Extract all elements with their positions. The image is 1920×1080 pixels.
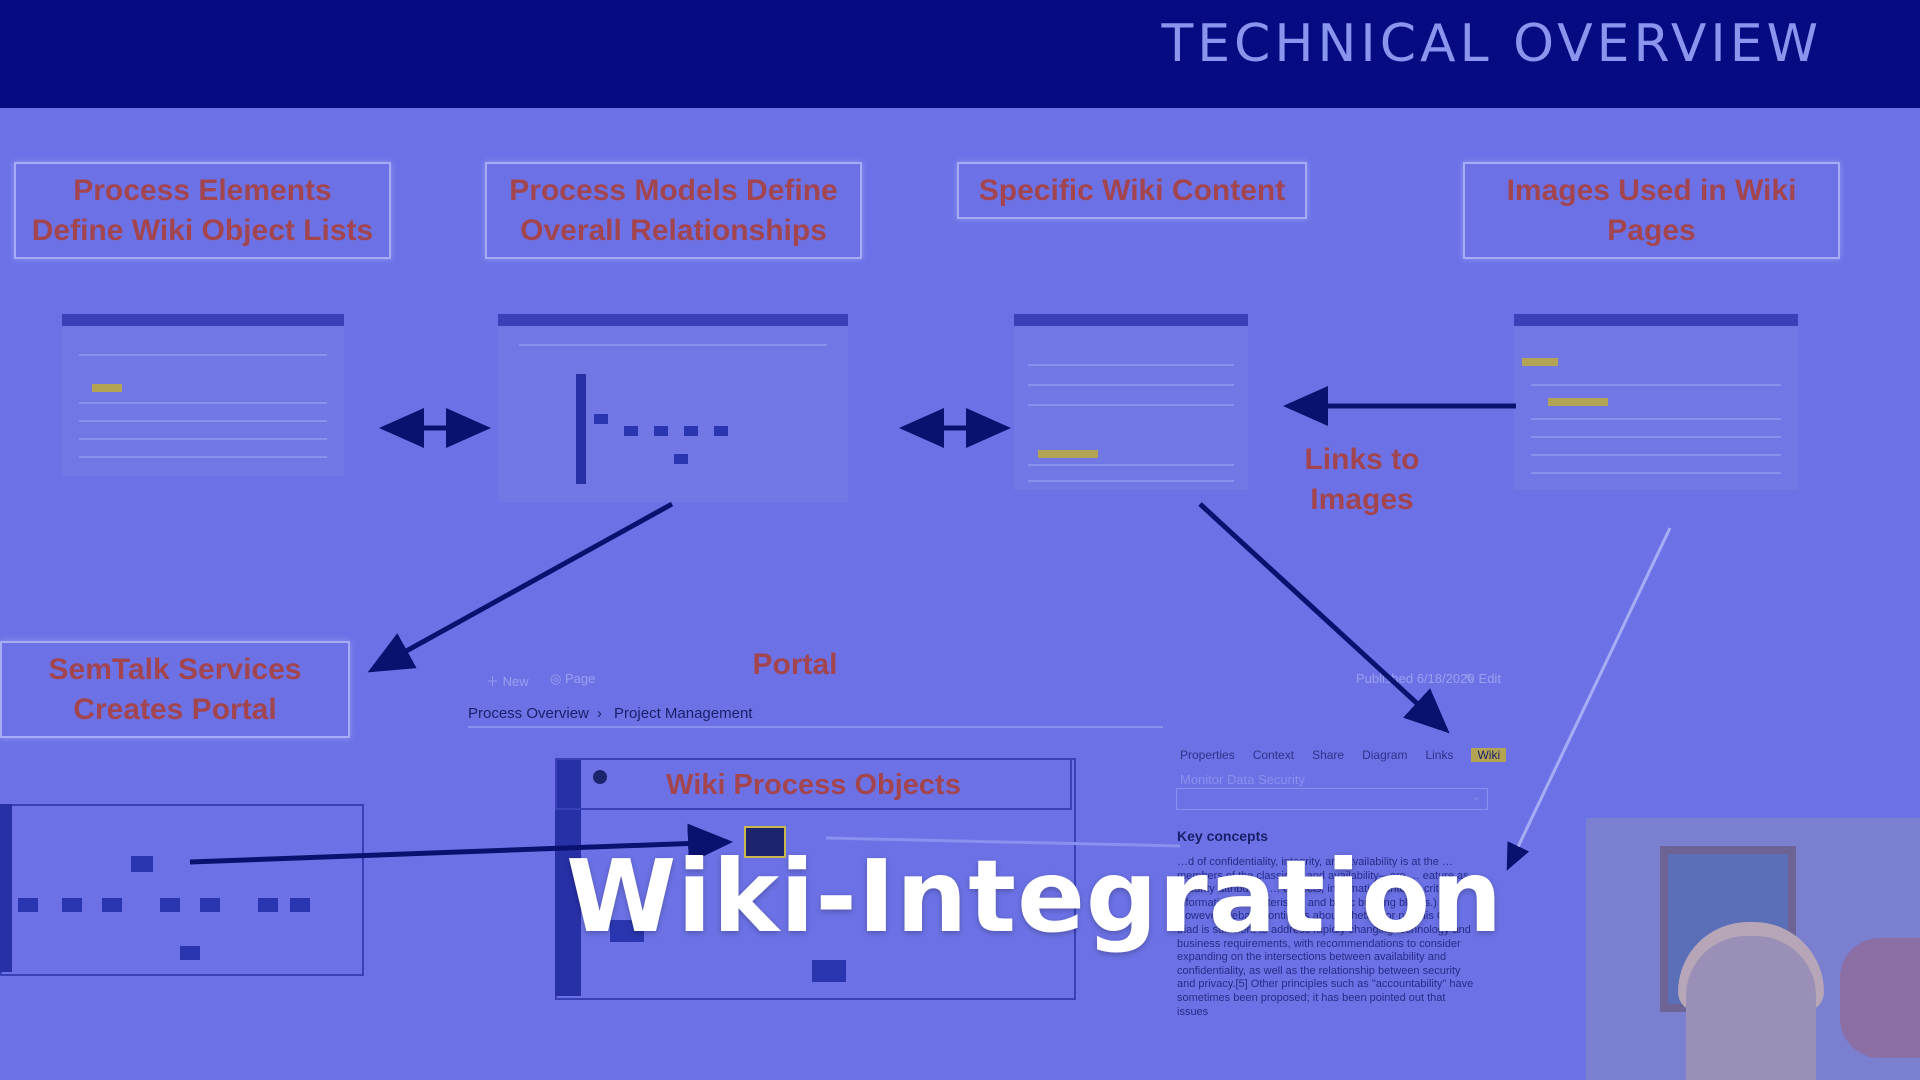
thumbnail-node (624, 426, 638, 436)
presenter-face (1686, 936, 1816, 1080)
flower-vase (1840, 938, 1920, 1058)
tab-context[interactable]: Context (1252, 748, 1295, 762)
thumbnail-row (1531, 418, 1781, 420)
label-text: Process Elements Define Wiki Object List… (31, 173, 374, 247)
thumbnail-row (1028, 404, 1234, 406)
selected-process-node[interactable] (744, 826, 786, 858)
key-concepts-heading: Key concepts (1177, 828, 1269, 844)
toolbar-page-button[interactable]: ◎ Page (550, 671, 596, 686)
screenshot-wiki-content (1014, 314, 1248, 490)
presenter-webcam (1586, 818, 1920, 1080)
thumbnail-row (1028, 384, 1234, 386)
slide-header: TECHNICAL OVERVIEW (0, 0, 1920, 108)
label-process-models: Process Models Define Overall Relationsh… (485, 162, 862, 259)
label-images-used: Images Used in Wiki Pages (1463, 162, 1840, 259)
thumbnail-node (684, 426, 698, 436)
thumbnail-highlight (1038, 450, 1098, 458)
breadcrumb-item-project-management[interactable]: Project Management (614, 705, 753, 722)
thumbnail-row (1531, 454, 1781, 456)
thumbnail-row (1531, 436, 1781, 438)
label-semtalk-services: SemTalk Services Creates Portal (0, 641, 350, 738)
process-node[interactable] (610, 920, 644, 942)
arrow-process-to-wiki-object (189, 823, 733, 865)
wiki-process-objects-title: Wiki Process Objects (555, 758, 1072, 810)
label-text: SemTalk Services Creates Portal (48, 652, 302, 726)
process-node[interactable] (812, 960, 846, 982)
toolbar-new-label: New (502, 674, 529, 689)
start-event[interactable] (593, 770, 607, 784)
arrow-model-to-services (367, 501, 674, 673)
thumbnail-row (1531, 384, 1781, 386)
thumbnail-node (654, 426, 668, 436)
monitor-data-security-label: Monitor Data Security (1180, 772, 1305, 787)
thumbnail-row (519, 344, 827, 346)
thumbnail-titlebar (62, 314, 344, 326)
thumbnail-row (1028, 464, 1234, 466)
thumbnail-row (1028, 480, 1234, 482)
wiki-integration-caption: Wiki-Integration (566, 838, 1504, 955)
thumbnail-titlebar (498, 314, 848, 326)
thumbnail-row (78, 354, 328, 356)
chevron-down-icon: ⌄ (1471, 791, 1481, 803)
tab-links[interactable]: Links (1425, 748, 1454, 762)
slide-title: TECHNICAL OVERVIEW (1161, 14, 1822, 74)
tab-wiki[interactable]: Wiki (1471, 748, 1507, 762)
properties-tabs: Properties Context Share Diagram Links W… (1180, 748, 1507, 762)
thumbnail-highlight (92, 384, 122, 392)
label-specific-wiki: Specific Wiki Content (957, 162, 1307, 219)
thumbnail-row (78, 456, 328, 458)
process-node[interactable] (180, 946, 200, 960)
label-links-to-images: Links to Images (1304, 443, 1420, 516)
thumbnail-highlight (1522, 358, 1558, 366)
toolbar-new-button[interactable]: ＋ New (486, 674, 529, 689)
process-node[interactable] (102, 898, 122, 912)
wiki-page-select[interactable]: ⌄ (1176, 788, 1488, 810)
arrow-wiki-to-portal-tab (1198, 502, 1450, 734)
process-node[interactable] (62, 898, 82, 912)
process-node[interactable] (290, 898, 310, 912)
thumbnail-node (594, 414, 608, 424)
thumbnail-node (674, 454, 688, 464)
thumbnail-row (78, 402, 328, 404)
label-text: Specific Wiki Content (978, 173, 1286, 207)
breadcrumb-divider (468, 726, 1163, 728)
thumbnail-titlebar (1514, 314, 1798, 326)
pencil-icon: ✎ (1464, 671, 1475, 686)
edit-label: Edit (1478, 671, 1501, 686)
process-node[interactable] (258, 898, 278, 912)
chevron-right-icon: › (596, 705, 602, 722)
breadcrumb: Process Overview › Project Management (468, 705, 760, 722)
process-node[interactable] (131, 856, 153, 872)
lane-header (555, 758, 581, 996)
label-process-elements: Process Elements Define Wiki Object List… (14, 162, 391, 259)
label-portal: Portal (752, 648, 838, 681)
arrow-images-to-panel (1506, 527, 1672, 871)
connector-wiki-object-to-panel (825, 836, 1181, 848)
thumbnail-row (78, 420, 328, 422)
process-node[interactable] (18, 898, 38, 912)
tab-diagram[interactable]: Diagram (1362, 748, 1408, 762)
thumbnail-row (1531, 472, 1781, 474)
process-node[interactable] (200, 898, 220, 912)
tab-share[interactable]: Share (1312, 748, 1345, 762)
thumbnail-highlight (1548, 398, 1608, 406)
screenshot-wiki-object-list (62, 314, 344, 476)
thumbnail-lane (576, 374, 586, 484)
screenshot-image-library (1514, 314, 1798, 490)
key-concepts-text: …d of confidentiality, integrity, and av… (1177, 856, 1474, 1018)
toolbar-page-label: Page (564, 671, 596, 686)
breadcrumb-item-process-overview[interactable]: Process Overview (468, 705, 589, 722)
label-text: Images Used in Wiki Pages (1506, 173, 1797, 247)
thumbnail-node (714, 426, 728, 436)
label-text: Process Models Define Overall Relationsh… (509, 173, 838, 247)
thumbnail-row (1028, 364, 1234, 366)
thumbnail-titlebar (1014, 314, 1248, 326)
edit-button[interactable]: ✎ Edit (1464, 671, 1501, 687)
screenshot-process-model (498, 314, 848, 502)
process-node[interactable] (160, 898, 180, 912)
thumbnail-row (78, 438, 328, 440)
tab-properties[interactable]: Properties (1180, 748, 1235, 762)
lane-header (0, 804, 12, 972)
